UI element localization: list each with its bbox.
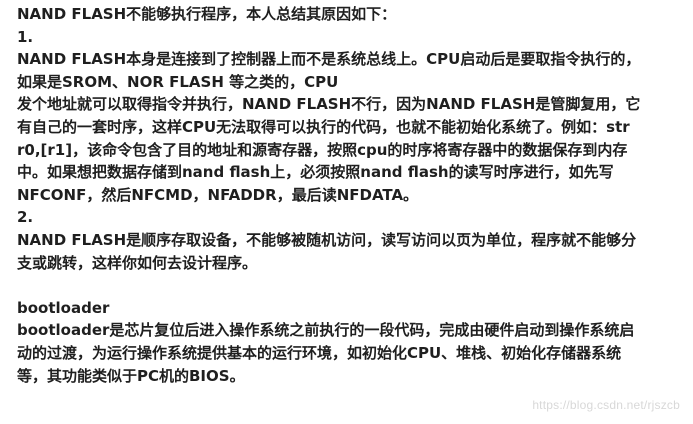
doc-line-bootloader-text: bootloader是芯片复位后进入操作系统之前执行的一段代码，完成由硬件启动到… — [17, 321, 635, 340]
doc-line-point-1-text: r0,[r1]，该命令包含了目的地址和源寄存器，按照cpu的时序将寄存器中的数据… — [17, 140, 628, 159]
doc-line-point-1-text: 发个地址就可以取得指令并执行，NAND FLASH不行，因为NAND FLASH… — [17, 95, 641, 114]
blank-line — [17, 274, 679, 297]
doc-line-point-1-text: 如果是SROM、NOR FLASH 等之类的，CPU — [17, 72, 339, 91]
doc-line-bootloader-text: 等，其功能类似于PC机的BIOS。 — [17, 366, 245, 385]
watermark-text: https://blog.csdn.net/rjszcb — [532, 398, 680, 412]
doc-line-point-2-text: NAND FLASH是顺序存取设备，不能够被随机访问，读写访问以页为单位，程序就… — [17, 230, 637, 249]
doc-line-point-1-text: NAND FLASH本身是连接到了控制器上而不是系统总线上。CPU启动后是要取指… — [17, 50, 641, 69]
doc-line-bootloader-text: 动的过渡，为运行操作系统提供基本的运行环境，如初始化CPU、堆栈、初始化存储器系… — [17, 343, 622, 362]
doc-line-point-1-text: 有自己的一套时序，这样CPU无法取得可以执行的代码，也就不能初始化系统了。例如：… — [17, 117, 630, 136]
doc-line-point-1-text: NFCONF，然后NFCMD，NFADDR，最后读NFDATA。 — [17, 185, 419, 204]
document-body: NAND FLASH不能够执行程序，本人总结其原因如下： 1. NAND FLA… — [17, 3, 679, 387]
doc-line-point-2-text: 支或跳转，这样你如何去设计程序。 — [17, 253, 258, 272]
doc-line-point-2-number: 2. — [17, 208, 34, 227]
doc-line-point-1-text: 中。如果想把数据存储到nand flash上，必须按照nand flash的读写… — [17, 163, 614, 182]
doc-line-bootloader-heading: bootloader — [17, 298, 110, 317]
doc-line-intro: NAND FLASH不能够执行程序，本人总结其原因如下： — [17, 5, 397, 23]
doc-line-point-1-number: 1. — [17, 27, 34, 46]
